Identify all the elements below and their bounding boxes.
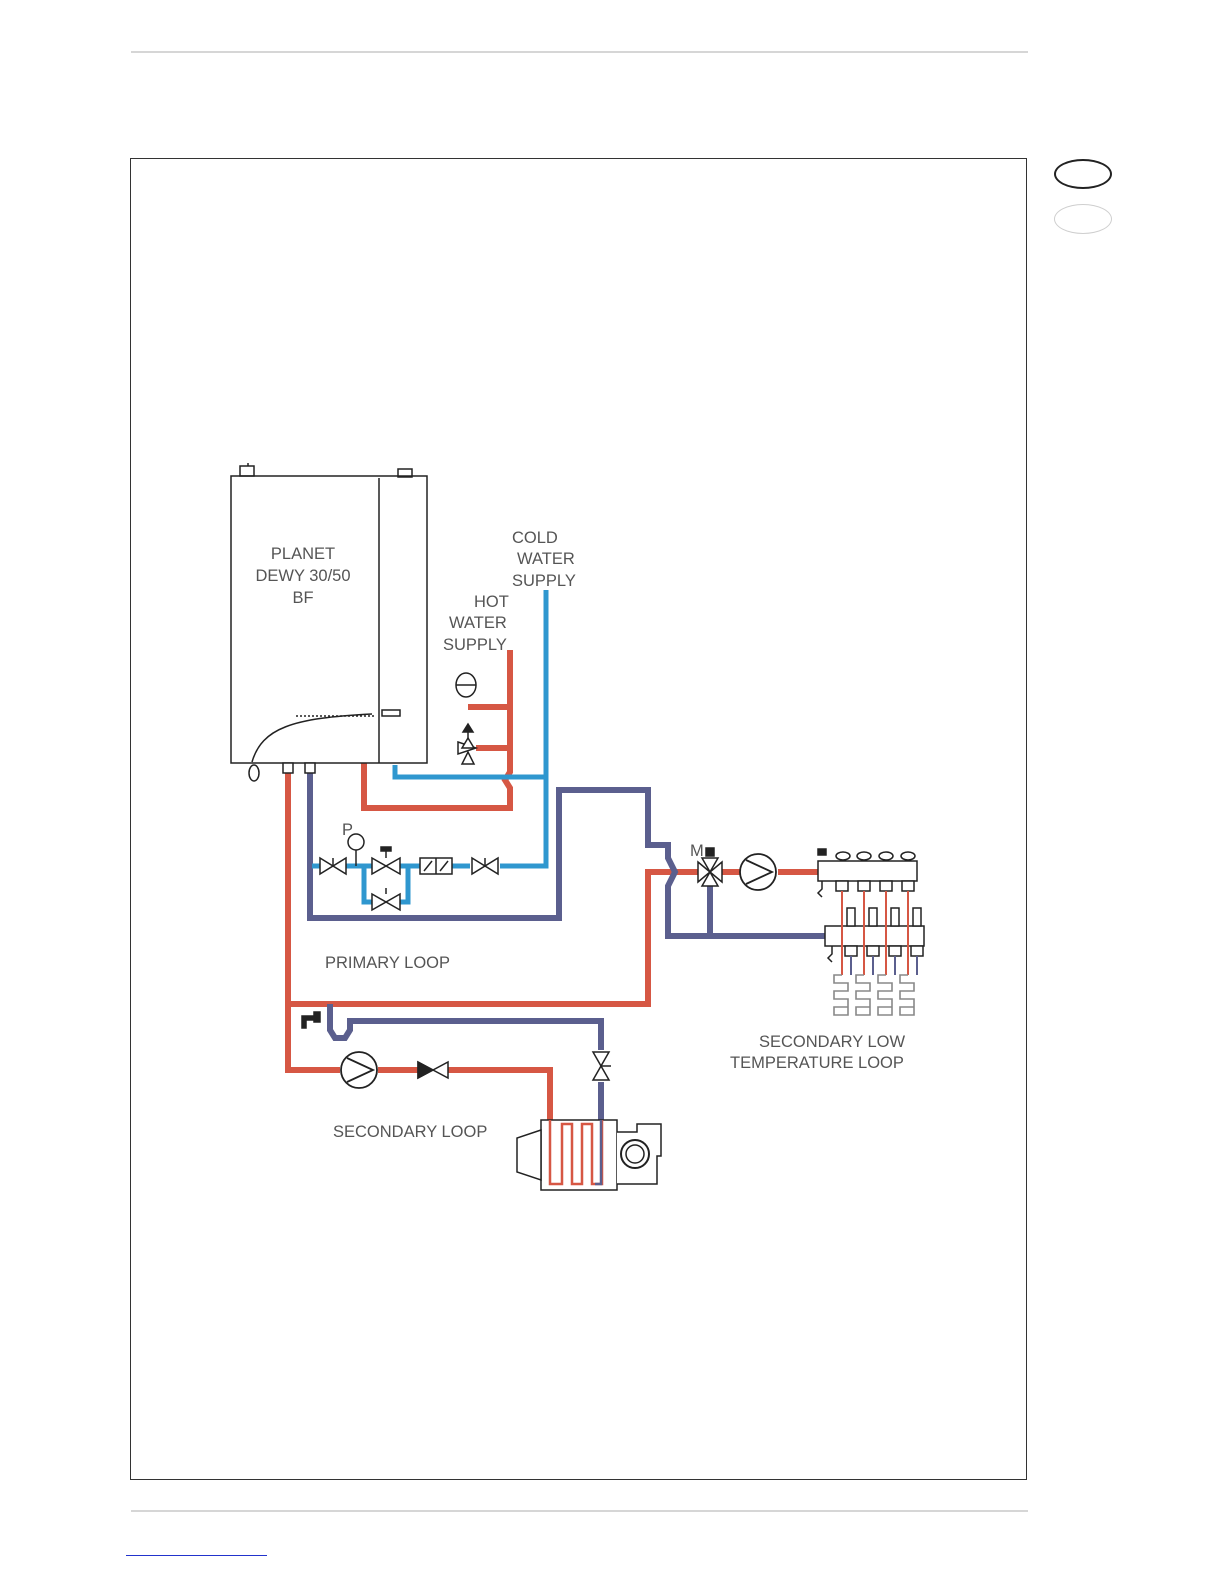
expansion-vessel-icon — [456, 673, 476, 697]
primary-loop-label: PRIMARY LOOP — [325, 954, 450, 972]
boiler-label-line1: PLANET — [271, 545, 335, 563]
secondary-return-pipe-a — [330, 1004, 601, 1050]
secondary-valve-icon — [593, 1052, 611, 1080]
relief-valve-icon — [458, 724, 476, 764]
secondary-pump-icon — [341, 1052, 377, 1088]
secondary-low-temp-label-line2: TEMPERATURE LOOP — [730, 1054, 904, 1072]
cold-water-label-line3: SUPPLY — [512, 572, 576, 590]
drain-tap-icon — [302, 1012, 320, 1028]
hot-water-label-line1: HOT — [474, 593, 509, 611]
bypass-left — [364, 866, 372, 902]
check-valve-icon — [418, 1062, 448, 1078]
hot-water-label-line3: SUPPLY — [443, 636, 507, 654]
pressure-gauge-letter: P — [342, 821, 353, 839]
boiler-label-line2: DEWY 30/50 — [255, 567, 350, 585]
boiler — [231, 463, 427, 781]
secondary-low-temp-label-line1: SECONDARY LOW — [759, 1033, 906, 1051]
supply-manifold — [818, 849, 917, 897]
primary-return-pipe — [310, 768, 825, 936]
hot-water-label-line2: WATER — [449, 614, 507, 632]
bypass-right — [400, 866, 408, 902]
filter-icon — [420, 858, 452, 874]
regulating-valve-icon — [372, 847, 400, 874]
secondary-flow-pipe-c — [448, 1070, 550, 1120]
manifold-pump-icon — [740, 854, 776, 890]
shutoff-valve-icon — [472, 858, 498, 874]
mixing-valve-letter: M — [690, 842, 704, 860]
boiler-label-line3: BF — [292, 589, 313, 607]
secondary-loop-label: SECONDARY LOOP — [333, 1123, 487, 1141]
cold-feed-pipe — [500, 777, 546, 866]
bypass-valve-icon — [372, 888, 400, 910]
shutoff-valve-icon — [320, 858, 346, 874]
return-manifold — [825, 908, 924, 962]
cold-water-label-line1: COLD — [512, 529, 558, 547]
cold-water-label-line2: WATER — [517, 550, 575, 568]
drain-knob — [249, 765, 259, 781]
indirect-cylinder — [517, 1120, 661, 1190]
